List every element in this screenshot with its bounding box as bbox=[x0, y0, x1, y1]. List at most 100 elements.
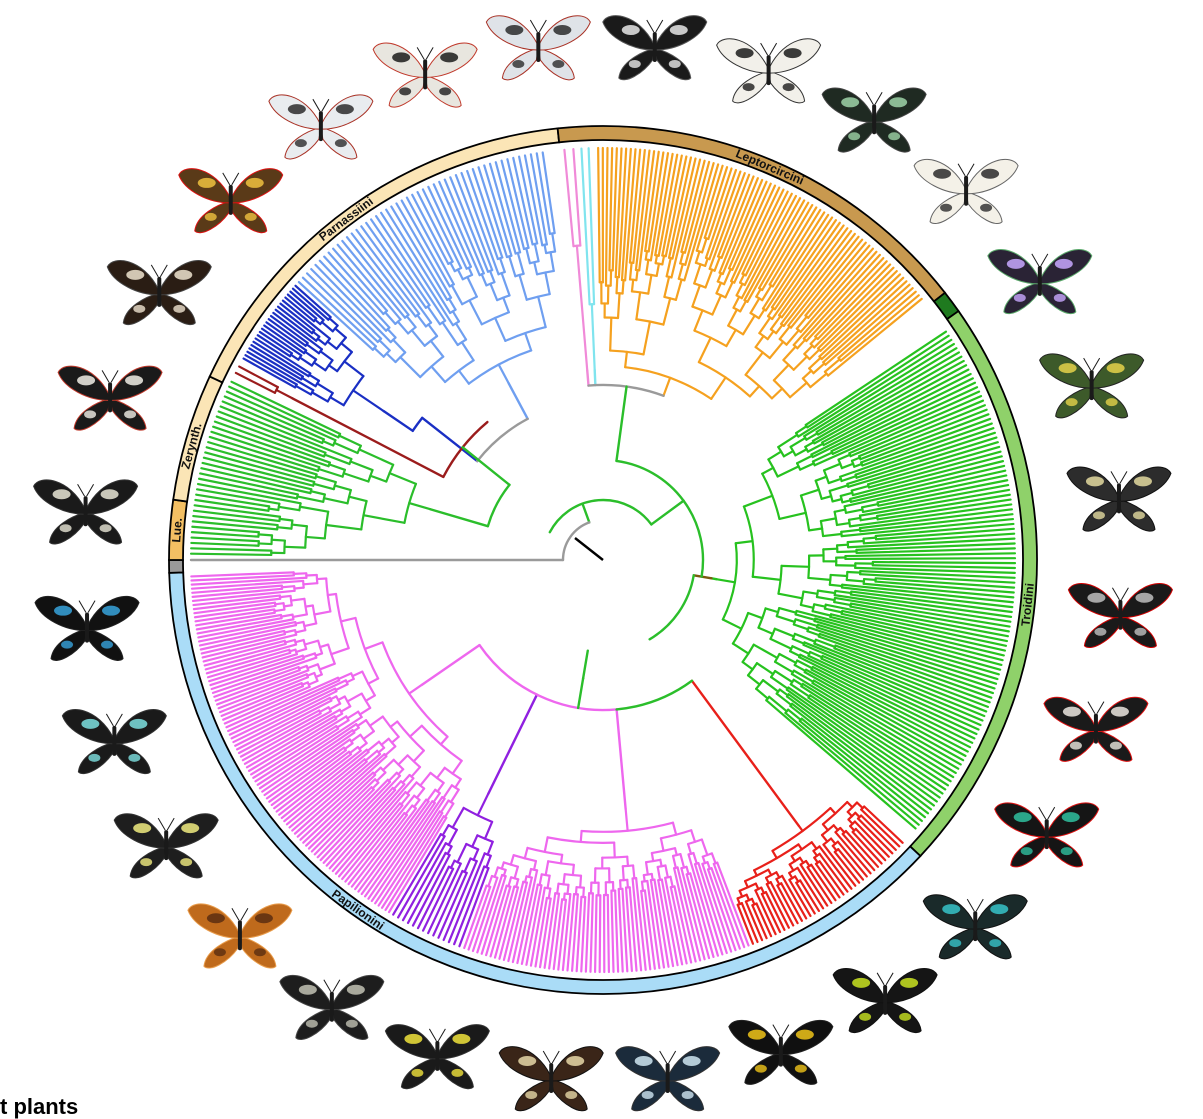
lime-butterfly-icon-spot bbox=[1134, 628, 1146, 636]
papilionini-a-stem bbox=[488, 876, 492, 886]
zebra-swallowtail-icon-antenna bbox=[770, 43, 777, 55]
troidini-stem bbox=[809, 529, 822, 531]
baronia-pink-tip bbox=[573, 149, 580, 245]
zerynthiini-stem bbox=[297, 496, 323, 501]
papilionini-b-stem bbox=[307, 673, 314, 676]
parnassius-butterfly-icon-spot bbox=[439, 87, 451, 95]
troidini-stem bbox=[837, 523, 850, 525]
clearwing-apollo-icon-antenna bbox=[223, 173, 230, 185]
swallowtail-butterfly-icon bbox=[603, 16, 707, 80]
swallowtail-butterfly-icon-antenna bbox=[647, 20, 654, 32]
papilionini-purple-stem bbox=[465, 859, 471, 872]
leptorcircini-stem bbox=[825, 359, 840, 371]
parnassius-light-stem bbox=[509, 256, 515, 276]
festoon-butterfly-icon-antenna bbox=[151, 265, 158, 277]
troidini-stem bbox=[837, 551, 856, 552]
leptorcircini-stem bbox=[663, 378, 670, 396]
leptorcircini-stem bbox=[810, 374, 826, 387]
jungle-queen-icon bbox=[1040, 354, 1144, 418]
kite-swallowtail-icon-spot bbox=[841, 97, 859, 107]
leptorcircini-stem bbox=[623, 280, 624, 293]
baronia-cyan-backbone bbox=[595, 370, 596, 385]
papilionini-b-stem bbox=[317, 578, 326, 579]
leptorcircini-stem bbox=[616, 387, 626, 461]
parnassius-dark-stem bbox=[291, 355, 298, 360]
kite-swallowtail-icon-spot bbox=[889, 97, 907, 107]
parnassius-light-stem bbox=[443, 322, 458, 345]
leptorcircini-stem bbox=[809, 358, 820, 369]
jungle-queen-icon-antenna bbox=[1093, 358, 1100, 370]
parnassius-light-stem bbox=[459, 371, 469, 384]
parnassius-light-stem bbox=[526, 248, 530, 263]
papilionini-b-stem bbox=[294, 573, 307, 574]
old-world-swallowtail-icon-spot bbox=[254, 948, 266, 956]
papilionini-a-stem bbox=[540, 874, 542, 885]
lime-butterfly-icon-antenna bbox=[1112, 588, 1119, 600]
leptorcircini-stem bbox=[636, 270, 637, 280]
troidini-stem bbox=[830, 585, 842, 586]
baronia-cyan-stem bbox=[592, 304, 595, 370]
troidini-stem bbox=[736, 541, 753, 543]
papilionini-b-stem bbox=[368, 678, 378, 683]
papilionini-b-stem bbox=[294, 588, 303, 589]
old-world-swallowtail-icon-spot bbox=[255, 913, 273, 923]
parnassius-dark-stem bbox=[314, 362, 325, 370]
parnassius-light-stem bbox=[467, 277, 476, 297]
papilionini-b-stem bbox=[366, 695, 375, 700]
troidini-stem bbox=[779, 513, 805, 519]
papilionini-a-tip bbox=[581, 897, 585, 971]
parnassius-light-stem bbox=[499, 365, 509, 384]
papilioninae-node bbox=[650, 575, 694, 639]
papilionini-b-stem bbox=[438, 783, 444, 792]
zerynthiini-stem bbox=[359, 449, 393, 464]
papilionini-b-stem bbox=[383, 760, 394, 770]
parnassius-light-stem bbox=[398, 322, 408, 334]
troidini-stem bbox=[743, 662, 753, 669]
leptorcircini-stem bbox=[664, 277, 669, 297]
black-swallowtail-icon bbox=[58, 366, 162, 430]
dragontail-butterfly-icon-spot bbox=[1055, 259, 1073, 269]
troidini-stem bbox=[770, 639, 791, 649]
swallowtail-butterfly-icon-spot bbox=[629, 60, 641, 68]
papilionini-purple-stem bbox=[472, 835, 477, 846]
troidini-stem bbox=[823, 534, 841, 536]
white-swallowtail-icon-antenna bbox=[87, 484, 94, 496]
leptorcircini-stem bbox=[705, 258, 708, 265]
parnassius-light-stem bbox=[519, 275, 526, 300]
papilionini-a-stem bbox=[563, 874, 564, 884]
leptorcircini-stem bbox=[783, 347, 795, 360]
kite-swallowtail-icon-antenna bbox=[866, 92, 873, 104]
papilionini-a-stem bbox=[673, 823, 676, 835]
white-swallowtail-icon-spot bbox=[53, 489, 71, 499]
mocker-swallowtail-icon-body bbox=[85, 613, 89, 643]
papilionini-b-stem bbox=[341, 618, 356, 621]
troidini-stem bbox=[763, 680, 778, 691]
african-swallowtail-icon-body bbox=[164, 830, 168, 860]
green-birdwing-icon-spot bbox=[795, 1065, 807, 1073]
zebra-swallowtail-icon-spot bbox=[783, 83, 795, 91]
ulysses-butterfly-icon-spot bbox=[128, 754, 140, 762]
black-swallowtail-icon-spot bbox=[124, 410, 136, 418]
zerynthiini-stem bbox=[323, 441, 333, 445]
rose-butterfly-icon-spot bbox=[1070, 742, 1082, 750]
zerynthiini-tip bbox=[191, 543, 258, 546]
baronia-pink-backbone bbox=[587, 371, 588, 386]
papilionini-b-stem bbox=[320, 664, 335, 670]
old-world-swallowtail-icon-antenna bbox=[232, 908, 239, 920]
graphium-butterfly-icon-spot bbox=[933, 169, 951, 179]
zerynthiini-tip bbox=[191, 554, 271, 555]
papilionini-a-tip bbox=[608, 895, 609, 972]
dragontail-butterfly-icon-spot bbox=[1014, 294, 1026, 302]
golden-birdwing-icon-antenna bbox=[669, 1051, 676, 1063]
troidini-tip bbox=[845, 553, 1014, 556]
papilionini-purple-stem bbox=[486, 856, 490, 868]
birdwing-butterfly-icon bbox=[833, 969, 937, 1033]
troidini-stem bbox=[744, 496, 772, 507]
parnassius-butterfly-icon-spot bbox=[399, 87, 411, 95]
troidini-stem bbox=[837, 545, 848, 546]
parnassius-dark-stem bbox=[329, 365, 337, 371]
leptorcircini-stem bbox=[803, 371, 811, 379]
birdwing-butterfly-icon-antenna bbox=[886, 973, 893, 985]
papilionini-b-stem bbox=[410, 726, 422, 737]
papilionini-a-stem bbox=[573, 865, 574, 875]
